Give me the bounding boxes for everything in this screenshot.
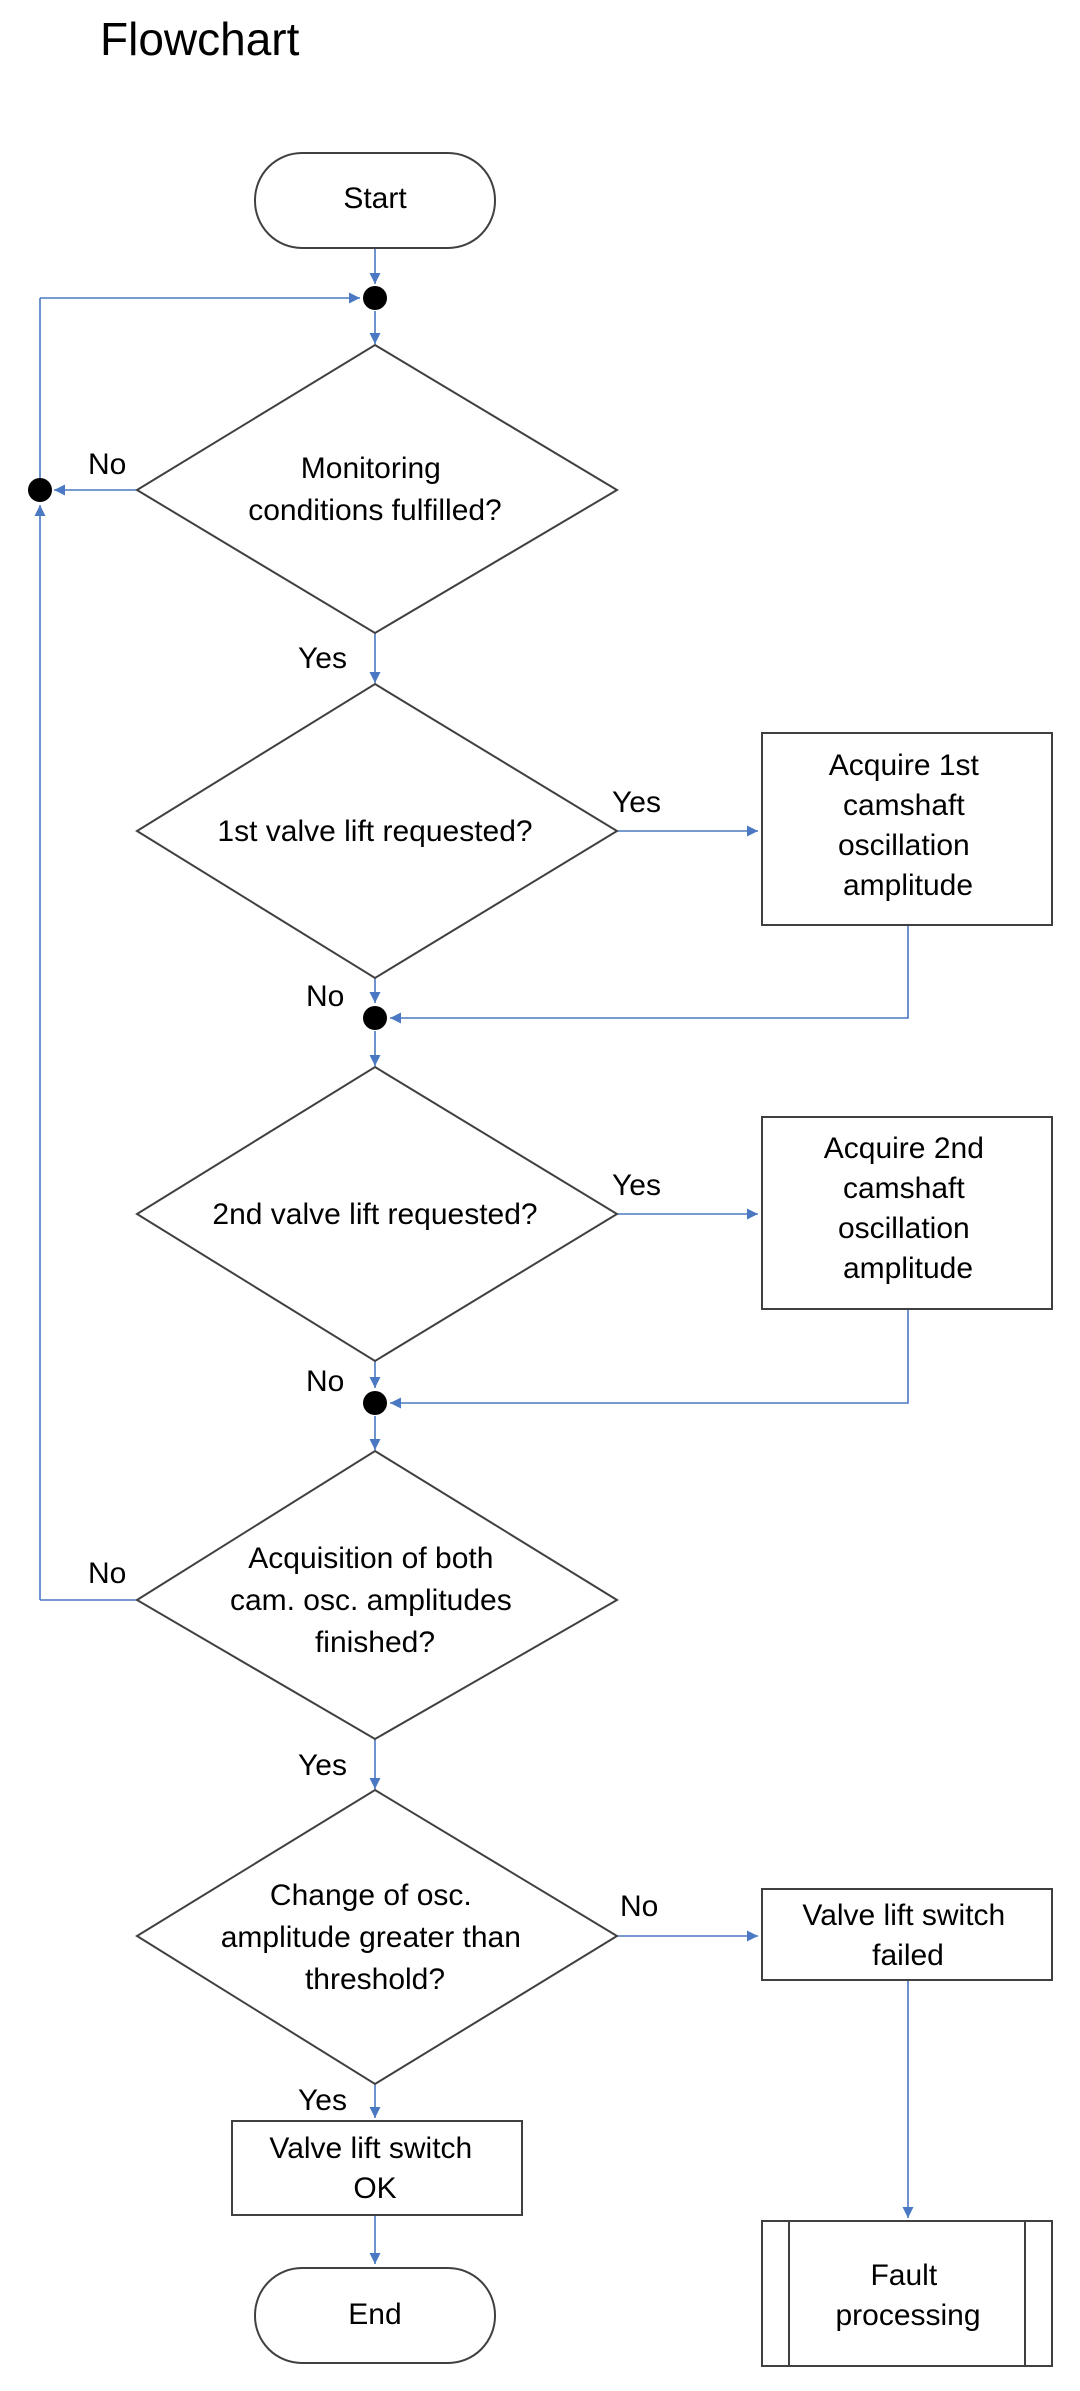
edge-label-no: No (306, 980, 344, 1013)
fault-processing-node: Fault processing (761, 2220, 1053, 2367)
junction-dot (363, 1006, 387, 1030)
edge-label-yes: Yes (612, 786, 661, 819)
edge-label-no: No (306, 1365, 344, 1398)
acquisition-decision: Acquisition of both cam. osc. amplitudes… (135, 1449, 619, 1741)
lift1-label: 1st valve lift requested? (217, 815, 532, 848)
edge-label-yes: Yes (298, 2084, 347, 2117)
edge-label-no: No (88, 1557, 126, 1590)
edge-labels: No Yes Yes No Yes No No Yes No Yes (88, 448, 661, 2117)
switch-ok-label: Valve lift switch OK (269, 2132, 480, 2205)
connectors (34, 248, 914, 2264)
switch-failed-label: Valve lift switch failed (802, 1899, 1013, 1972)
edge-acquire2-return (390, 1308, 909, 1409)
acquire1-label: Acquire 1st camshaft oscillation amplitu… (829, 749, 987, 902)
start-node: Start (254, 152, 496, 249)
change-decision: Change of osc. amplitude greater than th… (135, 1788, 619, 2086)
acquire2-process: Acquire 2nd camshaft oscillation amplitu… (761, 1116, 1053, 1310)
junction-dot (363, 1391, 387, 1415)
edge-label-yes: Yes (612, 1169, 661, 1202)
monitoring-label: Monitoring conditions fulfilled? (248, 452, 502, 527)
edge-label-no: No (620, 1890, 658, 1923)
acquire1-process: Acquire 1st camshaft oscillation amplitu… (761, 732, 1053, 926)
lift2-decision: 2nd valve lift requested? (135, 1065, 619, 1363)
edge-label-yes: Yes (298, 1749, 347, 1782)
switch-ok-process: Valve lift switch OK (231, 2120, 523, 2216)
acquire2-label: Acquire 2nd camshaft oscillation amplitu… (824, 1132, 992, 1285)
page-title: Flowchart (100, 13, 300, 65)
edge-acquire1-return (390, 925, 909, 1024)
junction-dot (363, 286, 387, 310)
fault-label: Fault processing (835, 2259, 980, 2332)
lift1-decision: 1st valve lift requested? (135, 682, 619, 980)
switch-failed-process: Valve lift switch failed (761, 1888, 1053, 1981)
edge-label-no: No (88, 448, 126, 481)
junction-dot (28, 478, 52, 502)
acquisition-label: Acquisition of both cam. osc. amplitudes… (230, 1542, 520, 1659)
monitoring-decision: Monitoring conditions fulfilled? (135, 343, 619, 635)
start-label: Start (343, 182, 407, 215)
end-label: End (348, 2298, 401, 2331)
edge-label-yes: Yes (298, 642, 347, 675)
end-node: End (254, 2267, 496, 2364)
lift2-label: 2nd valve lift requested? (212, 1198, 537, 1231)
change-label: Change of osc. amplitude greater than th… (221, 1879, 530, 1996)
